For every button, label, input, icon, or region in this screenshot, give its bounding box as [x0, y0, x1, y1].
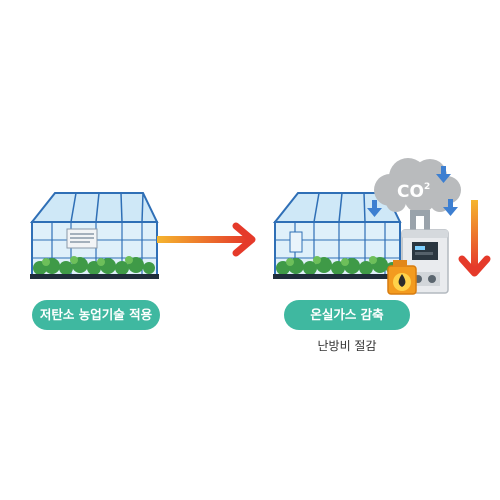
co2-superscript: 2: [424, 182, 430, 192]
greenhouse-right-icon: [272, 192, 402, 279]
svg-text:CO2: CO2: [397, 182, 430, 202]
greenhouse-left-icon: [29, 192, 159, 279]
right-subcaption: 난방비 절감: [317, 339, 377, 353]
fuel-can-icon: [387, 260, 417, 295]
left-caption-pill: 저탄소 농업기술 적용: [32, 300, 160, 330]
decrease-arrow-icon: [458, 200, 491, 277]
down-arrow-icon: [367, 200, 382, 217]
gradient-arrow-icon: [157, 222, 256, 257]
down-arrow-icon: [436, 166, 451, 183]
co2-text: CO: [397, 182, 424, 202]
right-caption-pill: 온실가스 감축: [284, 300, 410, 330]
co2-cloud-icon: CO2: [374, 158, 461, 213]
down-arrow-icon: [443, 199, 458, 216]
